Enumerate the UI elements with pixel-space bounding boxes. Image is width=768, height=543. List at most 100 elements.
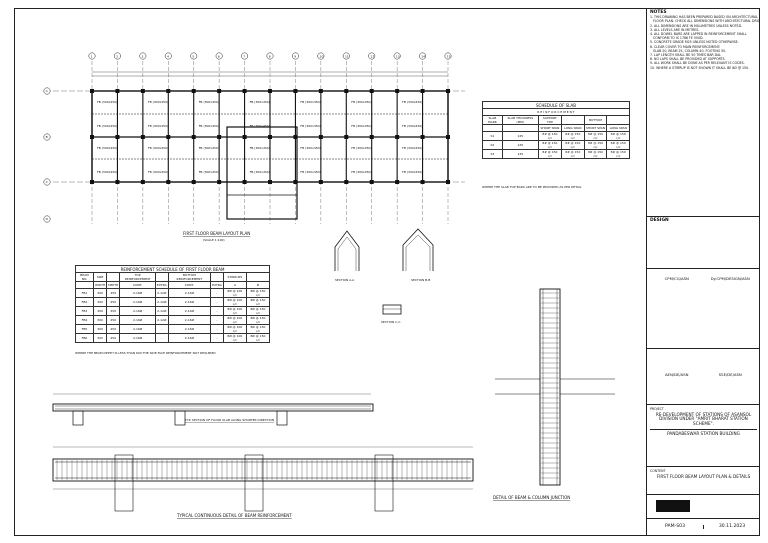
slab-schedule-title: SCHEDULE OF SLAB (482, 101, 630, 109)
table-cell: 450 (106, 288, 121, 298)
grid-label: 15 (447, 54, 451, 58)
project-label: PROJECT (650, 407, 664, 411)
sign-cpm: CPM/CG/ASN (664, 276, 689, 281)
beam-tag: FB (300x450) (97, 124, 117, 128)
note-line: FLOOR PLAN. CHECK ALL DIMENSIONS WITH AR… (650, 19, 760, 24)
beam-tag: FB (300x450) (148, 100, 168, 104)
grid-label: 4 (167, 54, 169, 58)
table-cell: - (154, 324, 169, 334)
grid-label: 7 (243, 54, 245, 58)
plan-column (166, 135, 171, 139)
table-cell: 450 (106, 324, 121, 334)
table-cell: 8Ø @ 150 c/c (245, 315, 271, 325)
table-cell: 8# @ 150 c/c (583, 140, 608, 150)
note-line: 8. NO LAPS SHALL BE PROVIDED AT SUPPORTS… (650, 57, 726, 62)
slab-schedule-table: SCHEDULE OF SLAB R E I N F O R C E M E N… (482, 101, 630, 159)
plan-column (217, 135, 222, 139)
beam-tag: FB (300x450) (250, 170, 270, 174)
table-cell: 2-16Ø (167, 315, 212, 325)
continuous-beam-detail (52, 446, 474, 512)
table-cell: 8# @ 150 c/c (537, 149, 563, 159)
grid-bubble (43, 87, 51, 95)
plan-columns (90, 89, 450, 184)
table-cell: 8# @ 150 c/c (561, 140, 585, 150)
drawing-number: PAM-S03 (647, 524, 704, 530)
plan-column (293, 135, 298, 139)
table-cell: 450 (106, 306, 121, 316)
beam-tag: FB (300x450) (402, 124, 422, 128)
table-cell: 8# @ 150 c/c (583, 149, 608, 159)
plan-column (166, 89, 171, 93)
grid-bubble (190, 52, 198, 60)
note-line: CONFORM TO IS 1786 FE 500D. (650, 36, 704, 41)
slab-subheader-cell: SHORT SPAN (537, 124, 563, 132)
title-block: NOTES 1. THIS DRAWING HAS BEEN PREPARED … (646, 9, 760, 535)
beam-header-cell: BOTTOM REINFORCEMENT (167, 272, 212, 282)
beam-tag: FB (300x450) (250, 124, 270, 128)
table-cell: FB4 (75, 315, 94, 325)
beam-tag: FB (300x450) (97, 100, 117, 104)
beam-subheader-cell: B (245, 281, 271, 289)
section-label-b: SECTION B-B (411, 278, 430, 282)
table-cell: 2-12Ø (154, 288, 169, 298)
slab-header-cell: BOTTOM (583, 115, 608, 125)
plan-column (369, 89, 374, 93)
table-cell: - (210, 333, 224, 343)
table-cell: 2-16Ø (119, 288, 156, 298)
slab-schedule-footnote: WHERE THE SLAB TOP BARS ARE TO BE PROVID… (482, 185, 582, 189)
beam-tag: FB (300x450) (351, 124, 371, 128)
beam-tag: FB (300x450) (199, 170, 219, 174)
plan-column (318, 135, 323, 139)
grid-bubble (43, 133, 51, 141)
table-cell: - (210, 315, 224, 325)
beam-tag: FB (300x450) (250, 100, 270, 104)
table-cell: 8# @ 150 c/c (561, 131, 585, 141)
sign-dycpm: Dy.CPM/DESIGN/ASN (710, 276, 750, 281)
beam-tag: FB (300x450) (300, 100, 320, 104)
beam-tag: FB (300x450) (148, 170, 168, 174)
beam-header-cell: STIRRUPS (222, 272, 247, 282)
table-cell: 450 (106, 333, 121, 343)
table-cell: 8Ø @ 100 c/c (222, 333, 247, 343)
beam-tag: FB (300x450) (300, 170, 320, 174)
grid-label: B (46, 135, 48, 139)
table-cell: 125 (501, 140, 539, 150)
beam-header-cell (154, 272, 169, 282)
beam-tag: FB (300x450) (148, 124, 168, 128)
table-cell: 450 (106, 315, 121, 325)
plan-scale: (SCALE 1:100) (203, 238, 225, 242)
grid-bubble (317, 52, 325, 60)
grid-bubble (241, 52, 249, 60)
table-cell: 8Ø @ 100 c/c (222, 288, 247, 298)
beam-subheader-cell (75, 281, 94, 289)
grid-label: 1 (91, 54, 93, 58)
note-line: 5. CONCRETE GRADE M25 UNLESS NOTED OTHER… (650, 40, 739, 45)
plan-column (140, 135, 145, 139)
table-cell: 8# @ 150 c/c (537, 140, 563, 150)
grid-bubble (88, 52, 96, 60)
plan-column (420, 180, 425, 184)
plan-column (115, 135, 120, 139)
plan-column (115, 180, 120, 184)
table-cell: S2 (482, 140, 503, 150)
plan-column (90, 135, 94, 139)
plan-column (268, 135, 272, 139)
beam-subheader-cell: EXTRA (210, 281, 224, 289)
beam-subheader-cell: EXTRA (154, 281, 169, 289)
plan-column (446, 89, 450, 93)
project-panel: PROJECT RE-DEVELOPMENT OF STATIONS OF AS… (647, 405, 760, 467)
beam-subheader-cell: DEPTH (106, 281, 121, 289)
slab-header-cell: SLAB MARK (482, 115, 503, 125)
beam-header-cell: TOP REINFORCEMENT (119, 272, 156, 282)
beam-header-cell: BEAM NO. (75, 272, 94, 282)
plan-dimensions (92, 71, 448, 77)
table-cell: 2-16Ø (167, 306, 212, 316)
beam-column-junction (495, 288, 615, 486)
beam-tag: FB (300x450) (300, 124, 320, 128)
grid-bubble (43, 178, 51, 186)
table-cell: 8# @ 150 c/c (606, 149, 630, 159)
table-cell: 300 (92, 333, 108, 343)
